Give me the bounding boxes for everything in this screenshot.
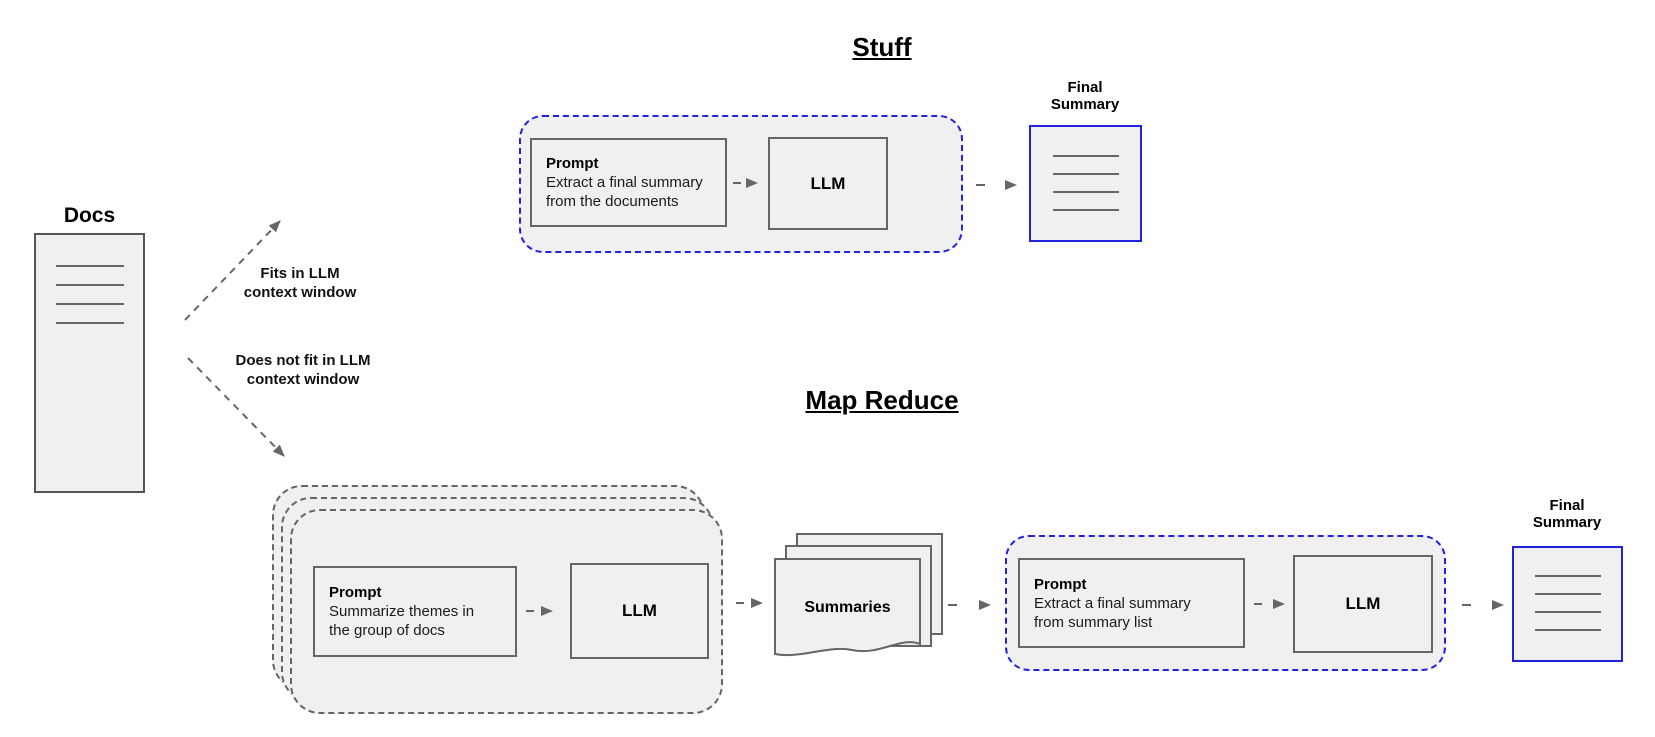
map-reduce-title: Map Reduce: [805, 385, 959, 415]
reduce-prompt-body: Extract a final summary from summary lis…: [1034, 594, 1191, 631]
docs-box: [34, 233, 145, 493]
stuff-prompt-body: Extract a final summary from the documen…: [546, 174, 703, 210]
doc-text-line: [1052, 155, 1119, 157]
docs-label: Docs: [63, 204, 116, 227]
reduce-prompt-title: Prompt: [1034, 575, 1087, 593]
stuff-prompt-title: Prompt: [546, 155, 599, 172]
does-not-fit-branch-label: Does not fit in LLM context window: [235, 352, 371, 388]
stuff-final-summary-label: Final Summary: [1050, 79, 1120, 113]
doc-text-line: [55, 303, 124, 305]
summaries-label: Summaries: [804, 599, 891, 616]
map-llm-box: LLM: [570, 563, 709, 659]
reduce-prompt-box: Prompt Extract a final summary from summ…: [1018, 558, 1245, 648]
doc-text-line: [1534, 629, 1601, 631]
doc-text-line: [55, 265, 124, 267]
stuff-llm-box: LLM: [768, 137, 888, 230]
summaries-page-front: [774, 558, 921, 657]
mapreduce-final-summary-doc: [1512, 546, 1623, 662]
doc-text-line: [1052, 209, 1119, 211]
stuff-prompt-box: Prompt Extract a final summary from the …: [530, 138, 727, 227]
doc-text-line: [1534, 575, 1601, 577]
map-prompt-box: Prompt Summarize themes in the group of …: [313, 566, 517, 657]
doc-text-line: [1534, 611, 1601, 613]
reduce-llm-box: LLM: [1293, 555, 1433, 653]
map-prompt-title: Prompt: [329, 584, 382, 601]
stuff-title: Stuff: [852, 32, 912, 62]
stuff-final-summary-doc: [1029, 125, 1142, 242]
doc-text-line: [1052, 191, 1119, 193]
fits-branch-label: Fits in LLM context window: [243, 265, 357, 301]
doc-text-line: [55, 284, 124, 286]
doc-text-line: [1534, 593, 1601, 595]
mapreduce-final-summary-label: Final Summary: [1532, 497, 1602, 531]
doc-text-line: [1052, 173, 1119, 175]
map-prompt-body: Summarize themes in the group of docs: [329, 603, 475, 639]
summaries-page-stack: [774, 533, 943, 657]
doc-text-line: [55, 322, 124, 324]
